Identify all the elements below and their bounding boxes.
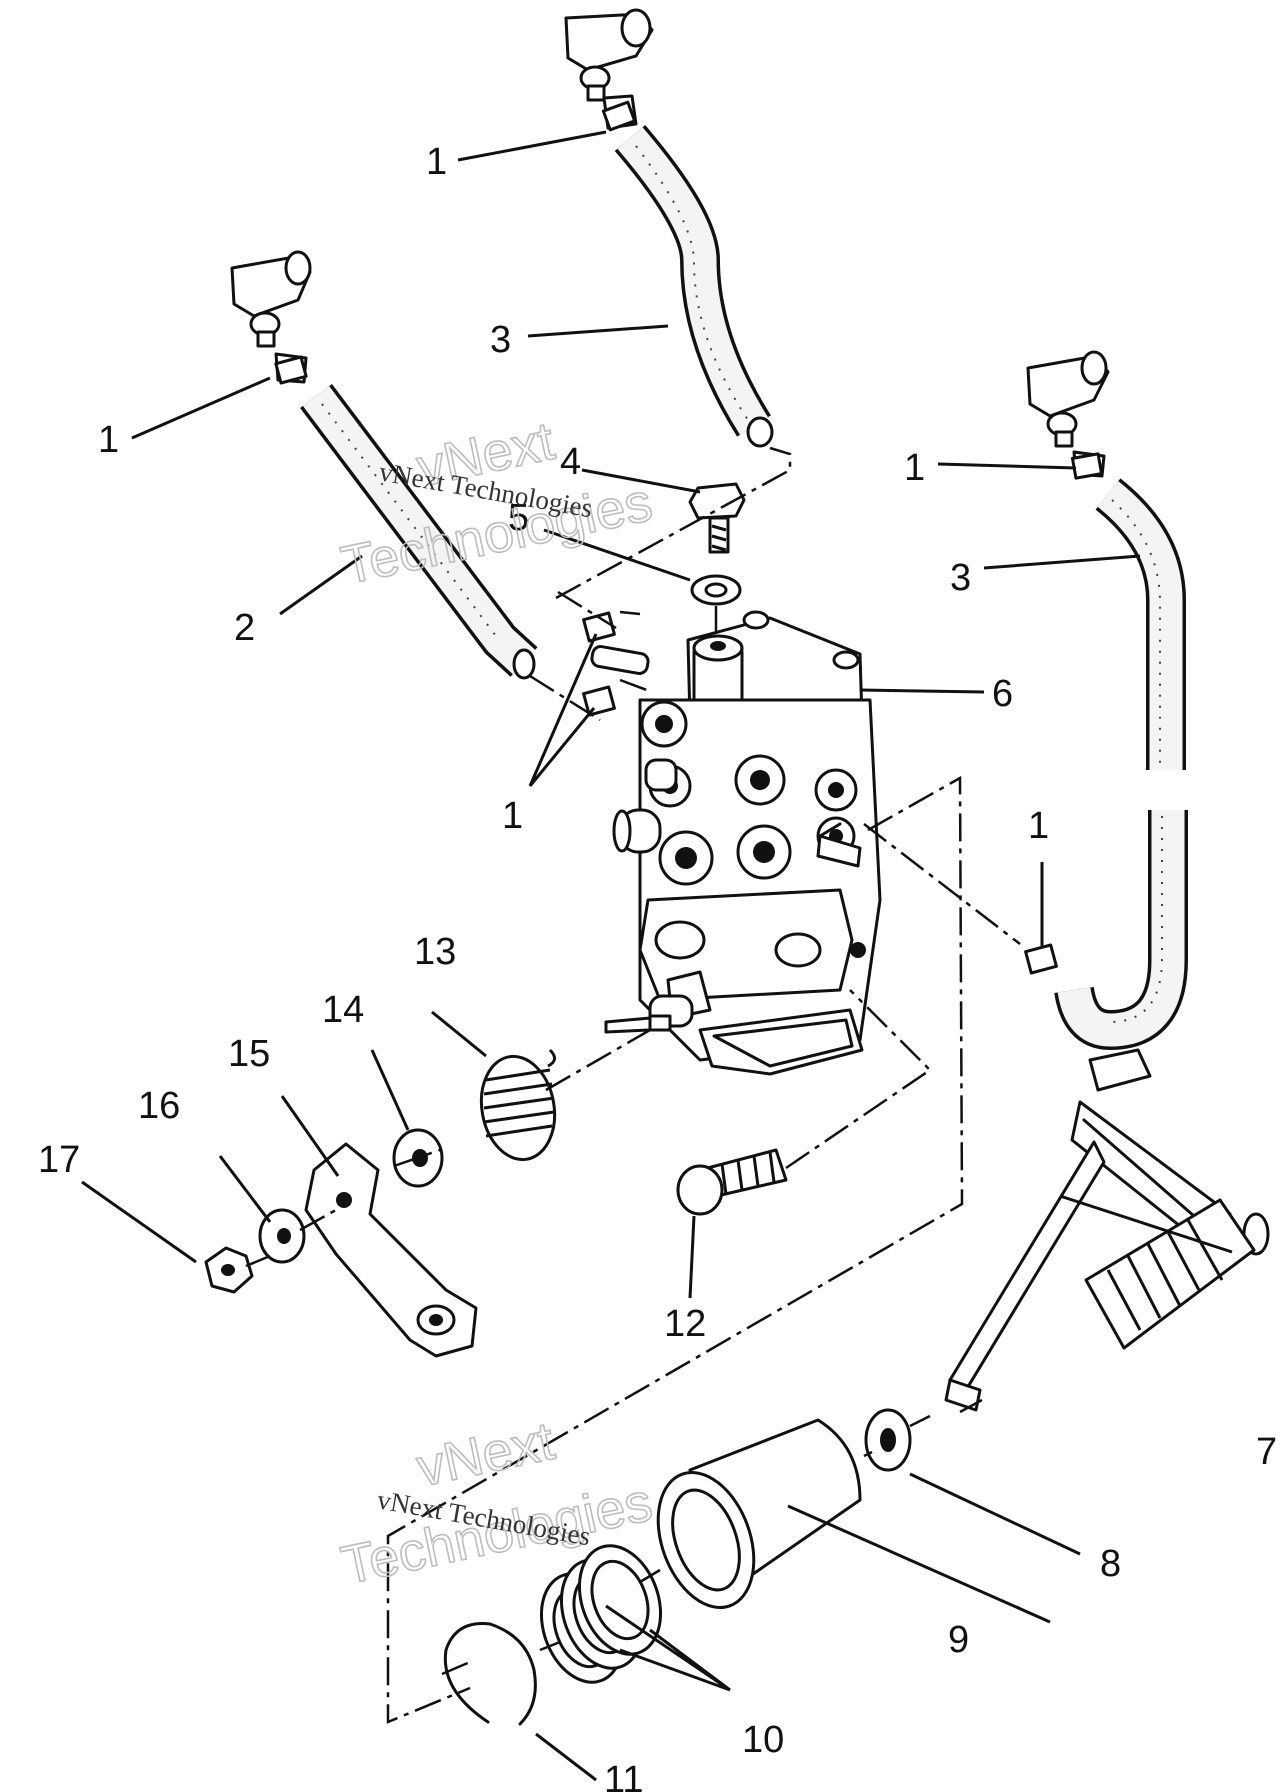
callout-13: 13 <box>414 931 456 973</box>
hose-clamp-lower-right <box>1024 943 1058 975</box>
callout-5: 5 <box>508 497 529 539</box>
return-spring <box>479 1048 557 1162</box>
oil-hose-3-top <box>614 125 774 448</box>
callout-6: 6 <box>992 673 1013 715</box>
oil-pump-assembly <box>590 610 882 1076</box>
callout-7: 7 <box>1256 1431 1277 1473</box>
callout-3-top: 3 <box>490 319 511 361</box>
retaining-ring <box>443 1622 537 1726</box>
shaft-gear <box>1084 1198 1256 1350</box>
hose-clamp-left <box>274 355 308 385</box>
watermark-lower-big-1: vNext <box>412 1411 560 1498</box>
callout-12: 12 <box>664 1303 706 1345</box>
callout-15: 15 <box>228 1033 270 1075</box>
shaft-sleeve <box>656 1418 862 1609</box>
sealing-washer <box>690 574 742 606</box>
hex-nut <box>204 1246 254 1294</box>
leader-lines <box>81 130 1233 1782</box>
hose-clamp-top <box>601 100 637 132</box>
oil-hose-3-right-lower <box>1054 810 1188 1050</box>
hose-clamp-pair-lower <box>582 685 616 717</box>
callout-1-pair: 1 <box>502 795 523 837</box>
callout-11: 11 <box>604 1759 643 1792</box>
callout-1-left: 1 <box>98 419 119 461</box>
oil-hose-2 <box>300 383 538 680</box>
callout-8: 8 <box>1100 1543 1121 1585</box>
callout-1-lower-right: 1 <box>1028 805 1049 847</box>
callout-14: 14 <box>322 989 364 1031</box>
thrust-washer <box>864 1408 912 1472</box>
pump-control-lever <box>304 1142 478 1358</box>
callout-17: 17 <box>38 1139 80 1181</box>
callout-2: 2 <box>234 607 255 649</box>
callout-16: 16 <box>138 1085 180 1127</box>
callout-labels: 1 1 2 3 1 3 4 5 6 1 1 13 14 15 16 17 12 … <box>38 141 1277 1792</box>
callout-3-right: 3 <box>950 557 971 599</box>
hose-clamp-right <box>1070 452 1104 480</box>
callout-9: 9 <box>948 1619 969 1661</box>
lock-washer <box>258 1208 306 1264</box>
callout-4: 4 <box>560 441 581 483</box>
drive-shaft <box>944 1048 1270 1412</box>
mounting-bolt <box>676 1148 788 1216</box>
callout-1-top: 1 <box>426 141 447 183</box>
oil-seals <box>539 1544 663 1684</box>
bleed-screw <box>688 482 746 554</box>
hose-clamp-pair-upper <box>582 611 616 643</box>
oil-hose-3-right-upper <box>1095 478 1186 770</box>
callout-1-right: 1 <box>904 447 925 489</box>
callout-10: 10 <box>742 1719 784 1761</box>
